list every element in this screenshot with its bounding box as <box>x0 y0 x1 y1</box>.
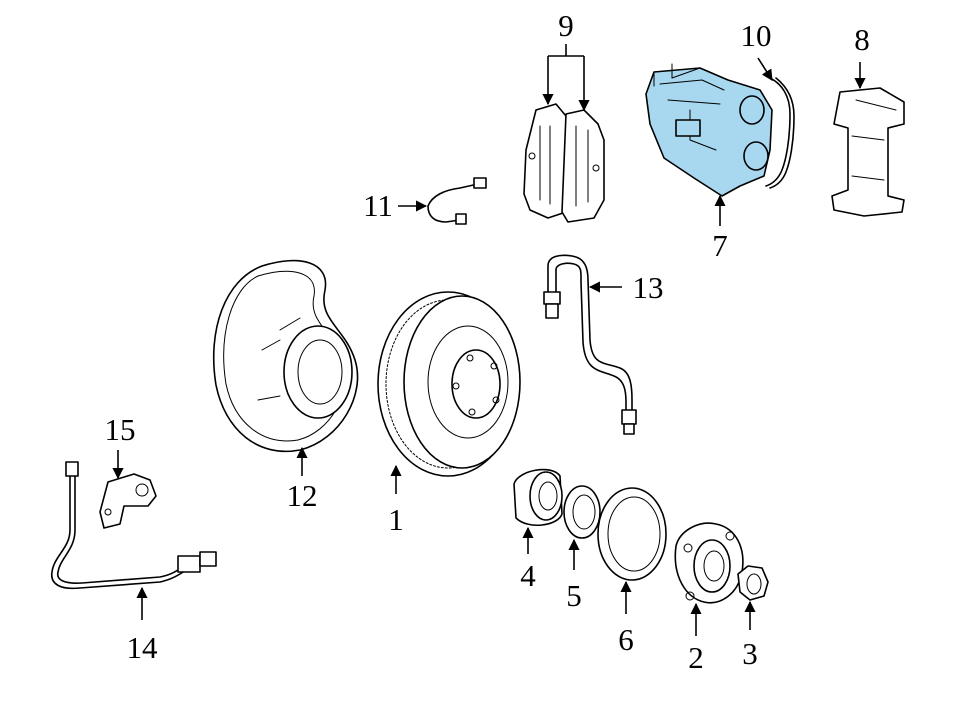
callout-9: 9 <box>558 8 574 43</box>
part-brake-caliper[interactable] <box>645 63 773 197</box>
callout-15: 15 <box>105 412 136 447</box>
callout-1: 1 <box>388 502 404 537</box>
part-hub-nut[interactable] <box>737 565 769 601</box>
callout-12: 12 <box>287 478 318 513</box>
callout-13: 13 <box>633 270 664 305</box>
callout-6: 6 <box>618 622 634 657</box>
callout-5: 5 <box>566 578 582 613</box>
part-seal-ring[interactable] <box>563 485 601 539</box>
callout-11: 11 <box>363 188 393 223</box>
callout-4: 4 <box>520 558 536 593</box>
part-wear-sensor[interactable] <box>427 177 487 225</box>
part-sensor-bracket[interactable] <box>99 473 157 529</box>
part-wheel-bearing[interactable] <box>513 468 563 526</box>
callout-2: 2 <box>688 640 704 675</box>
part-brake-hose[interactable] <box>543 254 637 435</box>
callout-8: 8 <box>854 22 870 57</box>
callout-10: 10 <box>741 18 772 53</box>
part-dust-shield[interactable] <box>212 259 359 453</box>
part-spring-clip[interactable] <box>765 77 795 189</box>
part-brake-rotor[interactable] <box>377 291 521 477</box>
leader-arrows <box>112 44 866 636</box>
part-wheel-hub[interactable] <box>674 522 744 604</box>
callout-3: 3 <box>742 636 758 671</box>
part-splash-ring[interactable] <box>597 487 667 581</box>
part-brake-pads[interactable] <box>523 103 605 223</box>
part-caliper-bracket[interactable] <box>831 87 905 217</box>
part-abs-sensor[interactable] <box>51 461 217 590</box>
callout-14: 14 <box>127 630 159 665</box>
callout-7: 7 <box>712 228 728 263</box>
